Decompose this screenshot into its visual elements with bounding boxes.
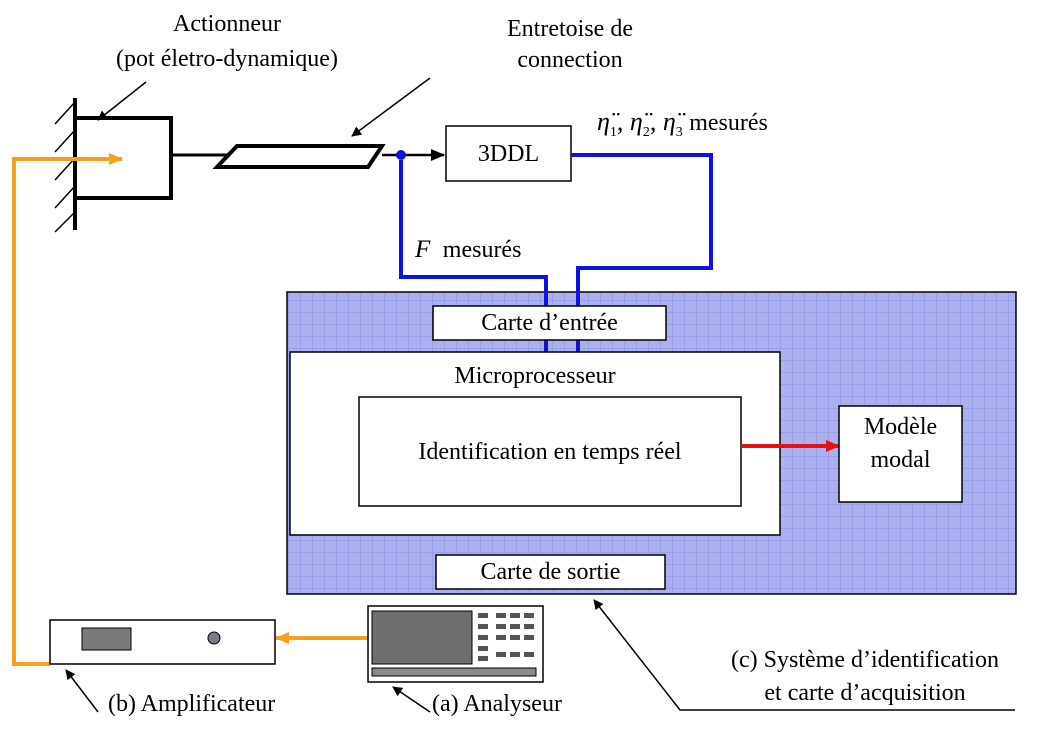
analyzer-device (367, 605, 544, 683)
accel-symbol-2: η̈ (629, 107, 643, 136)
force-measured-text: mesurés (442, 237, 522, 263)
amplifier-label: (b) Amplificateur (108, 691, 276, 717)
modal-model-label-line2: modal (870, 447, 931, 473)
system-label-line1: (c) Système d’identification (731, 647, 999, 673)
accel-separator-2: , (649, 107, 657, 136)
actuator-pointer (97, 81, 147, 121)
accel-symbol-1: η̈ (597, 107, 610, 136)
input-card-label: Carte d’entrée (481, 310, 618, 336)
system-label-line2: et carte d’acquisition (764, 680, 966, 706)
output-card-box (435, 554, 666, 590)
actuator-label-line2: (pot életro-dynamique) (116, 46, 338, 72)
actuator-label-line1: Actionneur (173, 11, 281, 37)
wall (54, 98, 77, 233)
modal-model-label-line1: Modèle (863, 414, 938, 440)
modal-model-box (838, 405, 963, 503)
input-card-box (432, 305, 667, 341)
accel-subscript-3: 3 (675, 125, 683, 141)
force-node (396, 150, 406, 160)
force-label: F mesurés (415, 236, 521, 264)
accelerations-label: η̈1, η̈2, η̈3 mesurés (597, 108, 768, 147)
spacer-shape (212, 144, 386, 169)
identification-box (358, 396, 742, 507)
amplifier-device (49, 619, 276, 665)
output-card-label: Carte de sortie (480, 559, 621, 585)
accel-symbol-3: η̈ (662, 107, 676, 136)
accel-measured-text: mesurés (689, 110, 768, 136)
3ddl-label: 3DDL (477, 141, 540, 167)
spacer-label-line2: connection (517, 47, 623, 73)
force-symbol: F (415, 236, 431, 263)
accel-subscript-1: 1 (609, 125, 617, 141)
analyzer-pointer (392, 686, 431, 713)
system-pointer (593, 599, 1015, 711)
spacer-pointer (351, 77, 431, 137)
analyzer-label: (a) Analyseur (432, 691, 562, 717)
spacer-label-line1: Entretoise de (507, 16, 633, 42)
microprocessor-label: Microprocesseur (454, 363, 616, 389)
identification-label: Identification en temps réel (418, 439, 682, 465)
accel-subscript-2: 2 (642, 125, 650, 141)
3ddl-box (445, 125, 572, 182)
accel-separator-1: , (616, 107, 624, 136)
drive-line (12, 153, 123, 666)
amplifier-pointer (65, 669, 99, 713)
